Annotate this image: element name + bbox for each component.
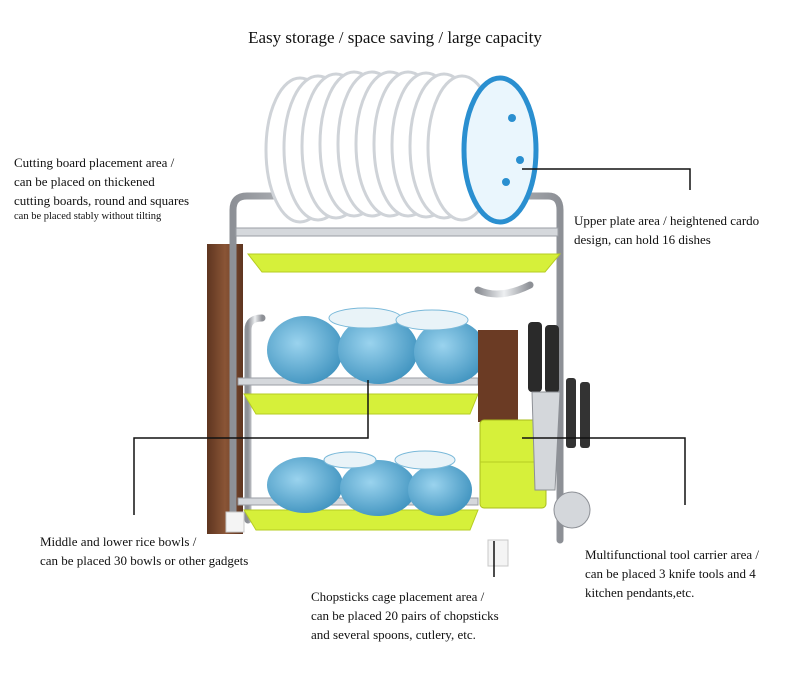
leader-lines <box>133 168 691 577</box>
rack-foot-left <box>225 511 245 533</box>
callout-line: can be placed on thickened <box>14 174 155 189</box>
rack-foot-right <box>487 539 509 567</box>
callout-line: can be placed 3 knife tools and 4 <box>585 566 756 581</box>
tool-carrier <box>528 322 591 529</box>
callout-rice-bowls: Middle and lower rice bowls / can be pla… <box>40 532 248 570</box>
callout-cutting-board: Cutting board placement area / can be pl… <box>14 153 189 224</box>
callout-line: Cutting board placement area / <box>14 155 175 170</box>
callout-line: Chopsticks cage placement area / <box>311 589 485 604</box>
callout-chopsticks: Chopsticks cage placement area / can be … <box>311 587 499 644</box>
callout-line: and several spoons, cutlery, etc. <box>311 627 476 642</box>
callout-tool-carrier: Multifunctional tool carrier area / can … <box>585 545 759 602</box>
upper-tier <box>235 227 562 273</box>
callout-line: Upper plate area / heightened cardo <box>574 213 760 228</box>
chopsticks-cage <box>478 330 547 509</box>
callout-upper-plate: Upper plate area / heightened cardo desi… <box>574 211 759 249</box>
callout-line: kitchen pendants,etc. <box>585 585 695 600</box>
plates <box>264 70 539 225</box>
callout-line: Multifunctional tool carrier area / <box>585 547 759 562</box>
middle-tier <box>237 307 486 415</box>
callout-line: cutting boards, round and squares <box>14 193 190 208</box>
cutting-board <box>207 244 243 534</box>
callout-line: can be placed 20 pairs of chopsticks <box>311 608 499 623</box>
callout-line: design, can hold 16 dishes <box>574 232 711 247</box>
callout-line: can be placed stably without tilting <box>14 211 162 222</box>
callout-line: can be placed 30 bowls or other gadgets <box>40 553 249 568</box>
lower-tier <box>237 450 479 531</box>
page-title: Easy storage / space saving / large capa… <box>248 28 542 47</box>
callout-line: Middle and lower rice bowls / <box>40 534 197 549</box>
